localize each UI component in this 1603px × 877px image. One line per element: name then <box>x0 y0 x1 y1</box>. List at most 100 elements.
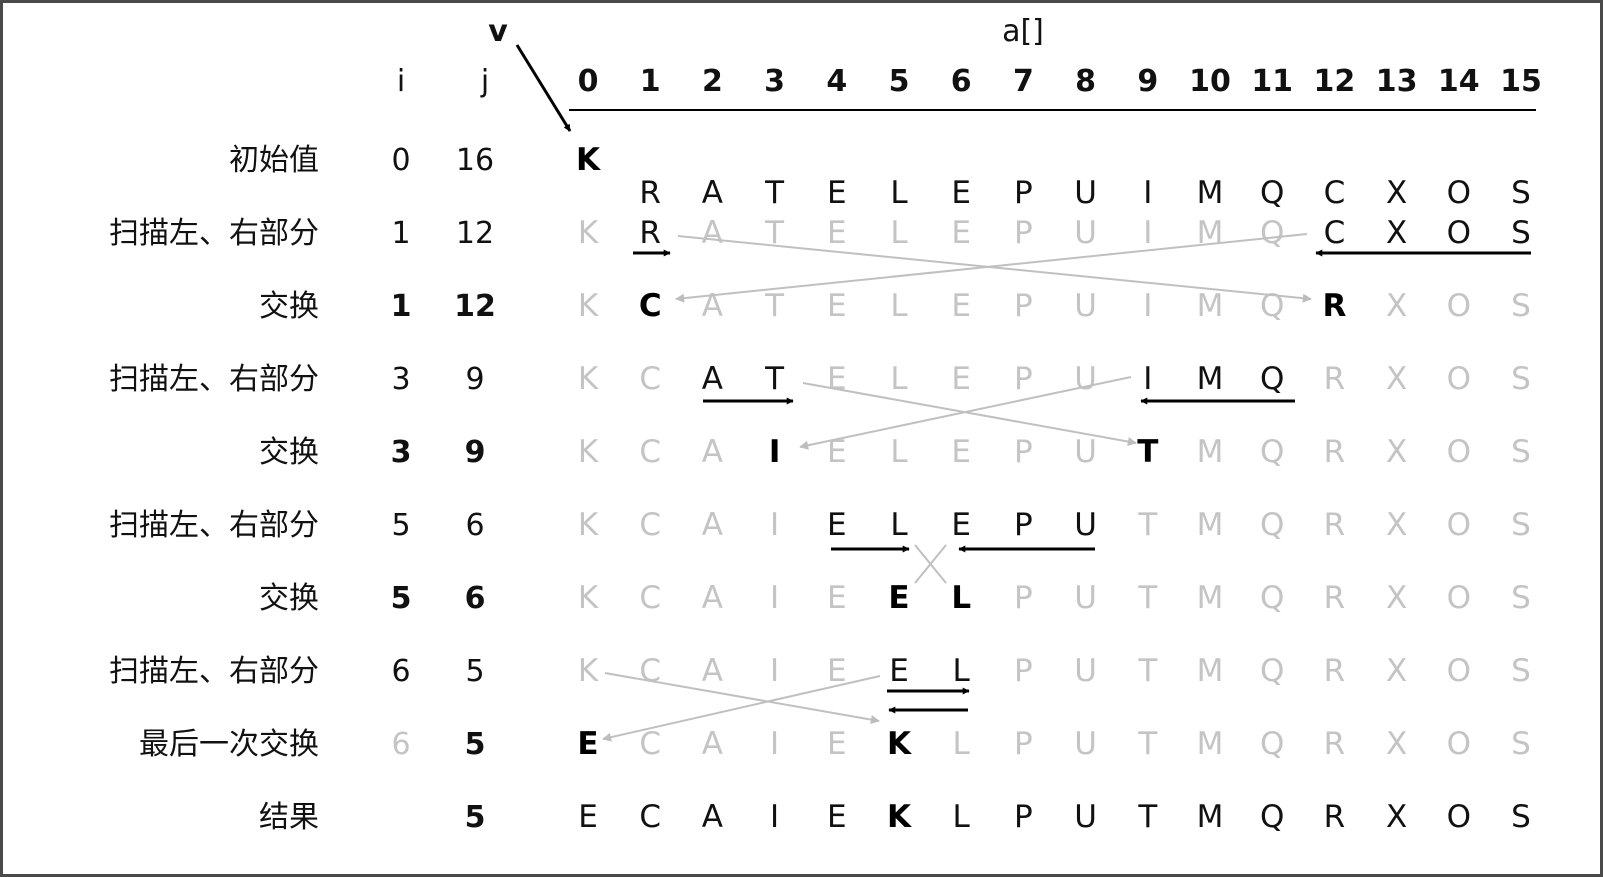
initial-letter-cell: I <box>1143 175 1152 211</box>
array-cell: S <box>1511 215 1531 251</box>
row-j-value: 12 <box>456 216 494 251</box>
array-cell: O <box>1447 434 1471 470</box>
array-cell: M <box>1197 434 1224 470</box>
initial-letter-cell: O <box>1447 175 1471 211</box>
array-cell: K <box>578 653 599 689</box>
swap-line-t-down <box>802 382 1137 446</box>
initial-letter-cell: U <box>1074 175 1097 211</box>
row-i-value: 3 <box>391 435 412 470</box>
swap-line-i-up <box>799 376 1132 450</box>
array-cell: T <box>1137 653 1158 689</box>
array-cell: I <box>770 726 779 762</box>
row-label: 扫描左、右部分 <box>109 362 319 397</box>
array-cell: E <box>827 653 847 689</box>
array-cell: E <box>951 507 971 543</box>
array-cell: K <box>578 215 599 251</box>
array-cell: L <box>890 215 908 251</box>
array-cell: S <box>1511 288 1531 324</box>
array-cell: E <box>827 726 847 762</box>
array-cell: L <box>890 361 908 397</box>
initial-letter-cell: T <box>764 175 785 211</box>
array-cell: T <box>1137 799 1158 835</box>
array-cell: C <box>639 361 661 397</box>
array-cell: P <box>1014 215 1033 251</box>
array-cell: X <box>1386 361 1407 397</box>
array-cell: P <box>1014 653 1033 689</box>
array-cell: S <box>1511 726 1531 762</box>
array-cell: Q <box>1260 215 1284 251</box>
array-cell: P <box>1014 361 1033 397</box>
array-cell: R <box>1324 580 1346 616</box>
array-cell: Q <box>1260 580 1284 616</box>
array-cell: A <box>702 361 723 397</box>
array-cell: M <box>1197 288 1224 324</box>
array-index-8: 8 <box>1075 64 1096 99</box>
array-cell: R <box>1324 434 1346 470</box>
array-cell: E <box>827 361 847 397</box>
row-i-value: 3 <box>391 362 410 397</box>
array-cell: I <box>1143 288 1152 324</box>
initial-i-value: 0 <box>391 143 410 178</box>
array-cell: L <box>890 434 908 470</box>
array-index-9: 9 <box>1137 64 1158 99</box>
row-label-initial: 初始值 <box>229 143 319 178</box>
array-cell: I <box>770 653 779 689</box>
array-cell: A <box>702 799 723 835</box>
row-i-value: 5 <box>391 581 412 616</box>
array-index-3: 3 <box>764 64 785 99</box>
array-cell: X <box>1386 653 1407 689</box>
array-cell: S <box>1511 361 1531 397</box>
array-cell: S <box>1511 653 1531 689</box>
initial-letter-cell: Q <box>1260 175 1284 211</box>
initial-letter-cell: E <box>951 175 971 211</box>
array-cell: S <box>1511 799 1531 835</box>
array-cell: U <box>1074 726 1097 762</box>
array-cell: U <box>1074 361 1097 397</box>
j-column-header: j <box>480 64 489 99</box>
initial-letter-cell: M <box>1197 175 1224 211</box>
pivot-v-label: v <box>488 14 508 49</box>
row-i-value: 6 <box>391 654 410 689</box>
row-j-value: 6 <box>465 581 486 616</box>
array-cell: R <box>1324 799 1346 835</box>
initial-letter-cell: L <box>890 175 908 211</box>
array-cell: I <box>770 507 779 543</box>
array-cell: E <box>827 215 847 251</box>
array-index-6: 6 <box>951 64 972 99</box>
row-label: 最后一次交换 <box>139 727 319 762</box>
array-cell: P <box>1014 288 1033 324</box>
array-cell: P <box>1014 726 1033 762</box>
array-index-0: 0 <box>578 64 599 99</box>
array-cell: U <box>1074 580 1097 616</box>
array-cell: O <box>1447 361 1471 397</box>
array-cell: T <box>1137 507 1158 543</box>
array-cell: C <box>639 288 662 324</box>
array-cell: M <box>1197 361 1224 397</box>
array-cell: C <box>639 799 661 835</box>
row-j-value: 12 <box>454 289 496 324</box>
row-j-value: 9 <box>465 362 484 397</box>
row-label: 扫描左、右部分 <box>109 654 319 689</box>
array-cell: A <box>702 580 723 616</box>
array-cell: U <box>1074 288 1097 324</box>
array-cell: L <box>890 507 908 543</box>
array-cell: P <box>1014 434 1033 470</box>
array-cell: U <box>1074 653 1097 689</box>
array-cell: R <box>1324 653 1346 689</box>
row-j-value: 6 <box>465 508 484 543</box>
array-index-14: 14 <box>1438 64 1480 99</box>
array-index-15: 15 <box>1500 64 1542 99</box>
array-cell: R <box>639 215 661 251</box>
array-cell: T <box>1137 580 1158 616</box>
array-cell: E <box>578 799 598 835</box>
array-cell: E <box>889 653 909 689</box>
row-i-value: 1 <box>391 289 412 324</box>
array-cell: T <box>764 215 785 251</box>
